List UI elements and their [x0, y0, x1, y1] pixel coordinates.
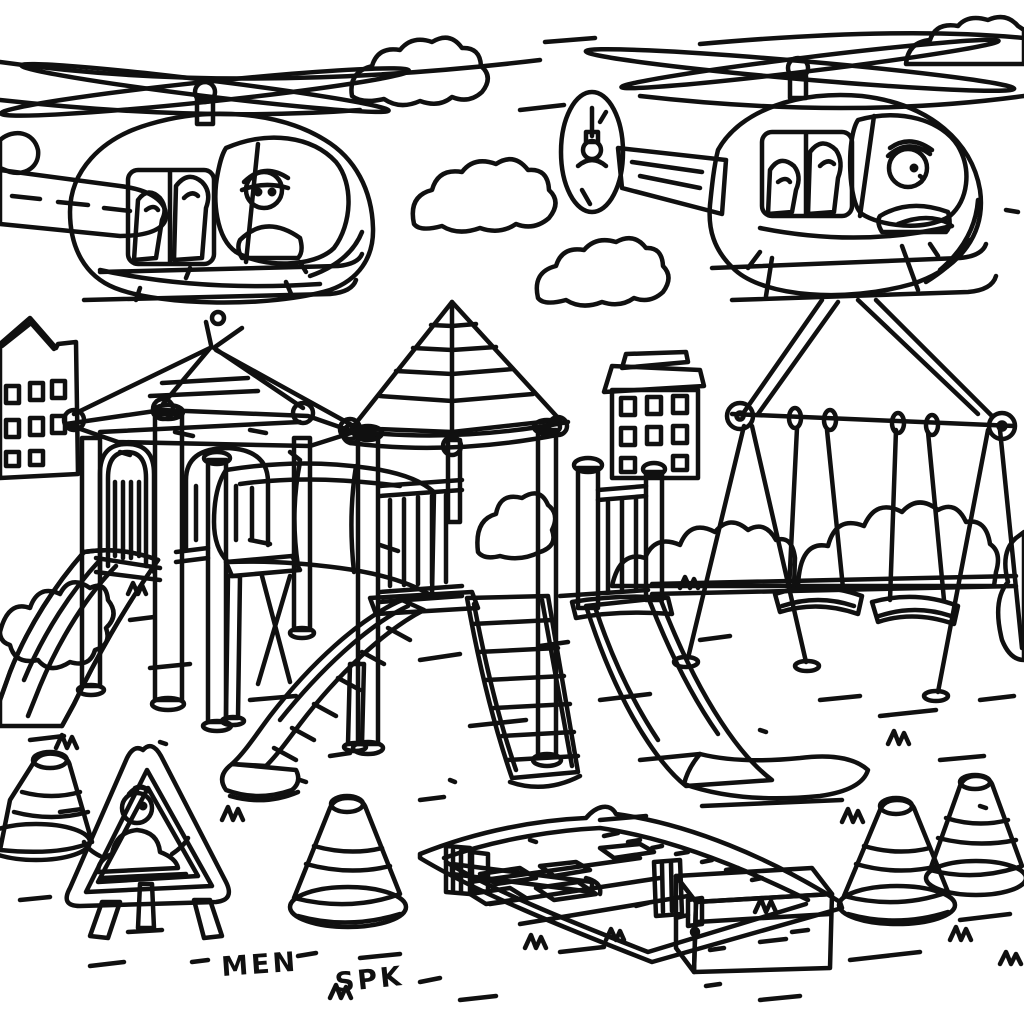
building-center-windows [618, 393, 690, 475]
doorway-slats [112, 479, 142, 561]
lifting-cables [741, 297, 995, 419]
cloud-icon [534, 235, 671, 308]
cloud-wisp [1003, 207, 1021, 215]
cloud-icon [410, 156, 558, 234]
grass-tufts [53, 574, 1024, 1001]
cargo-hook [209, 309, 227, 327]
clouds [349, 14, 1024, 308]
landing-skids [709, 241, 999, 303]
ground-text-scribbles: MEN SPK [189, 947, 723, 999]
ground-scribbles [17, 614, 1017, 1003]
cloud-icon [903, 14, 1024, 67]
traffic-cone [287, 793, 409, 930]
tail-boom [0, 167, 169, 239]
bush [475, 491, 558, 561]
tail-rotor [558, 89, 626, 215]
stair-steps [469, 617, 581, 763]
a-frame-leg [997, 427, 1024, 651]
sign-triangle [64, 743, 232, 909]
bush [609, 520, 798, 589]
swing [772, 425, 865, 617]
sign-leg [87, 899, 123, 941]
platform-post [643, 469, 665, 603]
main-rotor [0, 35, 598, 127]
tower-post [152, 411, 185, 703]
lifting-cables [71, 319, 353, 427]
toolbox-latch [685, 895, 705, 929]
passenger-figures [131, 174, 211, 263]
building-left-windows [3, 378, 68, 469]
arched-doorway [97, 441, 157, 575]
landing-skids [81, 251, 365, 303]
building-center [619, 349, 691, 371]
left-slide [0, 547, 161, 729]
horizon-line [557, 587, 651, 599]
tail-boom [615, 145, 729, 217]
sign-leg [191, 897, 225, 941]
tower-deck [200, 449, 303, 734]
toolbox-front [691, 891, 835, 975]
passenger-figures [765, 141, 843, 217]
bush [995, 529, 1024, 663]
play-tower-center [340, 299, 571, 769]
pyramid-roof [349, 299, 563, 435]
left-helicopter [0, 35, 598, 327]
blueprint-drawing [467, 830, 765, 927]
fuselage [67, 111, 376, 305]
traffic-cone [0, 749, 95, 863]
a-frame-leg [935, 427, 991, 695]
pilot-figure [236, 168, 304, 261]
warning-sign [64, 743, 232, 941]
clamp-block [651, 857, 685, 919]
bush [795, 500, 1001, 589]
pilot-figure [876, 139, 953, 235]
a-frame-leg [749, 423, 809, 665]
building-left [0, 315, 81, 481]
right-slide [583, 595, 871, 809]
railing [377, 477, 465, 605]
tail-fin [0, 130, 41, 176]
swing-top-bar [729, 411, 1017, 429]
platform-post [575, 465, 601, 611]
arched-doorway [183, 445, 271, 551]
ruler-tool [443, 843, 603, 897]
a-frame-leg [685, 423, 747, 661]
scribble-text-spk: SPK [333, 961, 405, 999]
slide-runout [681, 751, 871, 801]
right-helicopter [558, 30, 1024, 303]
roof-glass-panes [377, 321, 536, 404]
duckling-figure [81, 784, 191, 881]
climber-runout [219, 761, 301, 799]
traffic-cone [923, 772, 1024, 898]
scribble-text-men: MEN [220, 947, 299, 983]
arched-step-climber [219, 597, 427, 803]
windshield [213, 135, 351, 266]
main-rotor [583, 30, 1024, 111]
swing [869, 427, 961, 627]
toolbox [651, 857, 835, 975]
stair-climber [464, 593, 583, 789]
swing-set [671, 297, 1024, 704]
bush [0, 580, 116, 671]
